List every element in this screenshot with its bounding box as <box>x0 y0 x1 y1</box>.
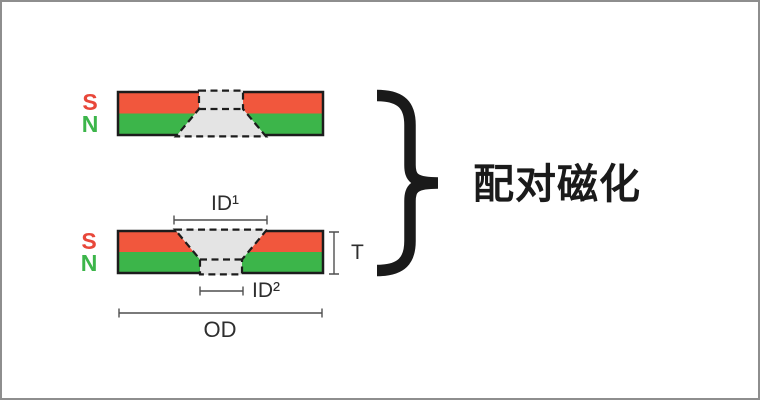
magnet-top-n-label: N <box>81 111 99 137</box>
magnet-bottom-countersink-hole <box>172 228 270 276</box>
caption-paired-magnetization: 配对磁化 <box>473 161 641 207</box>
magnet-top <box>116 89 325 138</box>
dim-line-id1 <box>173 215 268 225</box>
dim-line-id2 <box>199 286 244 296</box>
dimension-label-id1: ID¹ <box>211 192 239 215</box>
curly-brace <box>376 89 439 277</box>
dim-line-thickness <box>329 231 339 275</box>
dim-line-od <box>118 308 323 318</box>
dimension-lines <box>118 215 339 318</box>
magnet-top-s-label: S <box>82 89 98 115</box>
magnet-bottom-s-label: S <box>81 228 97 254</box>
dimension-label-thickness: T <box>351 241 364 264</box>
dimension-label-od: OD <box>203 317 237 342</box>
magnet-bottom <box>116 228 325 276</box>
dimension-label-id2: ID² <box>252 279 280 302</box>
magnet-bottom-n-label: N <box>80 250 98 276</box>
